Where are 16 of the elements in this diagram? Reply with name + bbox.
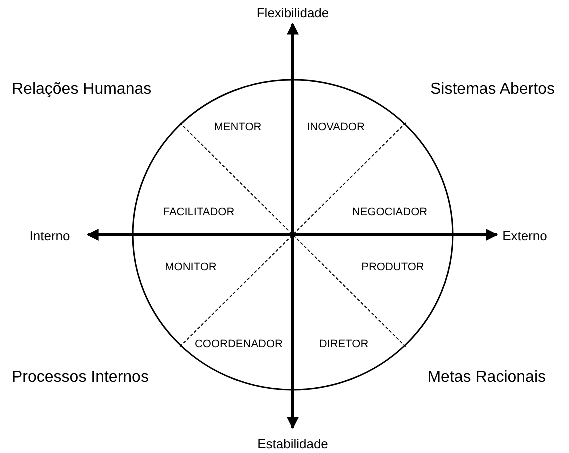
axis-label: Externo [502, 230, 548, 242]
role-label: INOVADOR [307, 122, 365, 134]
role-label: MENTOR [214, 122, 262, 134]
quadrant-label: Processos Internos [12, 370, 149, 386]
quadrant-label: Relações Humanas [12, 82, 152, 98]
role-label: NEGOCIADOR [352, 208, 428, 218]
role-label: DIRETOR [319, 340, 369, 350]
role-label: COORDENADOR [195, 340, 283, 350]
axis-label: Estabilidade [258, 438, 328, 450]
role-label: PRODUTOR [362, 262, 424, 274]
quadrant-label: Sistemas Abertos [430, 82, 555, 98]
role-label: FACILITADOR [163, 208, 235, 218]
axis-label: Interno [30, 230, 70, 242]
axis-label: Flexibilidade [256, 6, 330, 20]
role-label: MONITOR [165, 262, 217, 274]
quadrant-label: Metas Racionais [428, 370, 546, 386]
